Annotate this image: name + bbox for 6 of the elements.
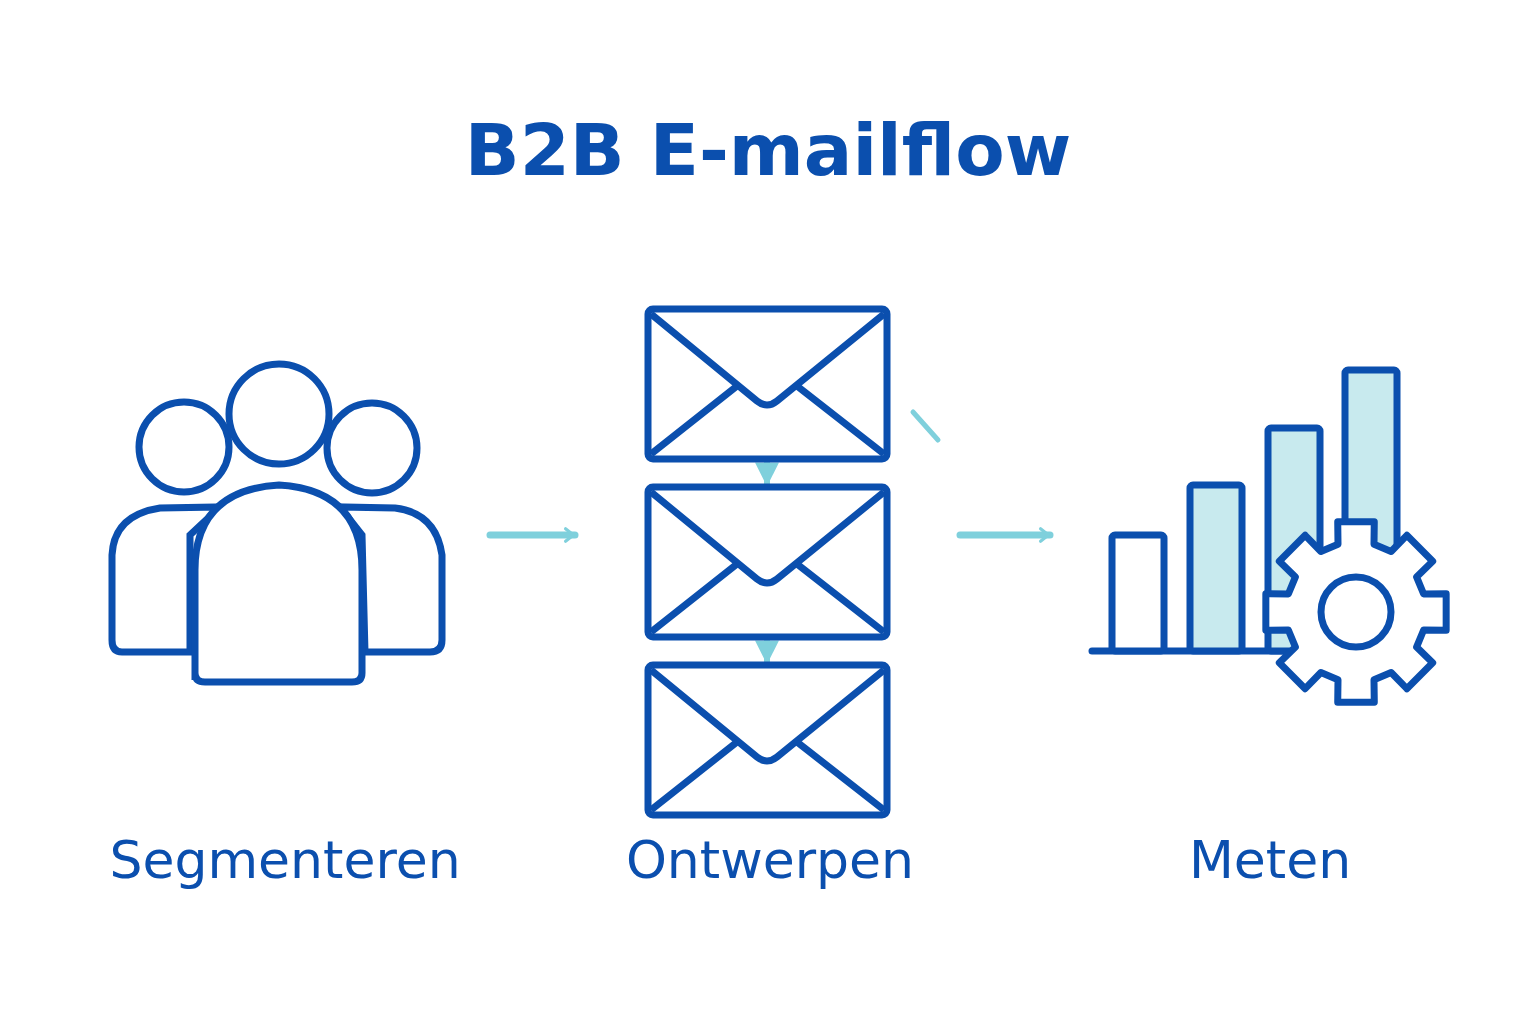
title: B2B E-mailflow [463, 108, 1073, 192]
arrow [486, 525, 579, 545]
step-label: Meten [1187, 830, 1353, 890]
step-label: Ontwerpen [624, 830, 916, 890]
arrow [956, 525, 1054, 545]
step-label: Segmenteren [108, 830, 462, 890]
